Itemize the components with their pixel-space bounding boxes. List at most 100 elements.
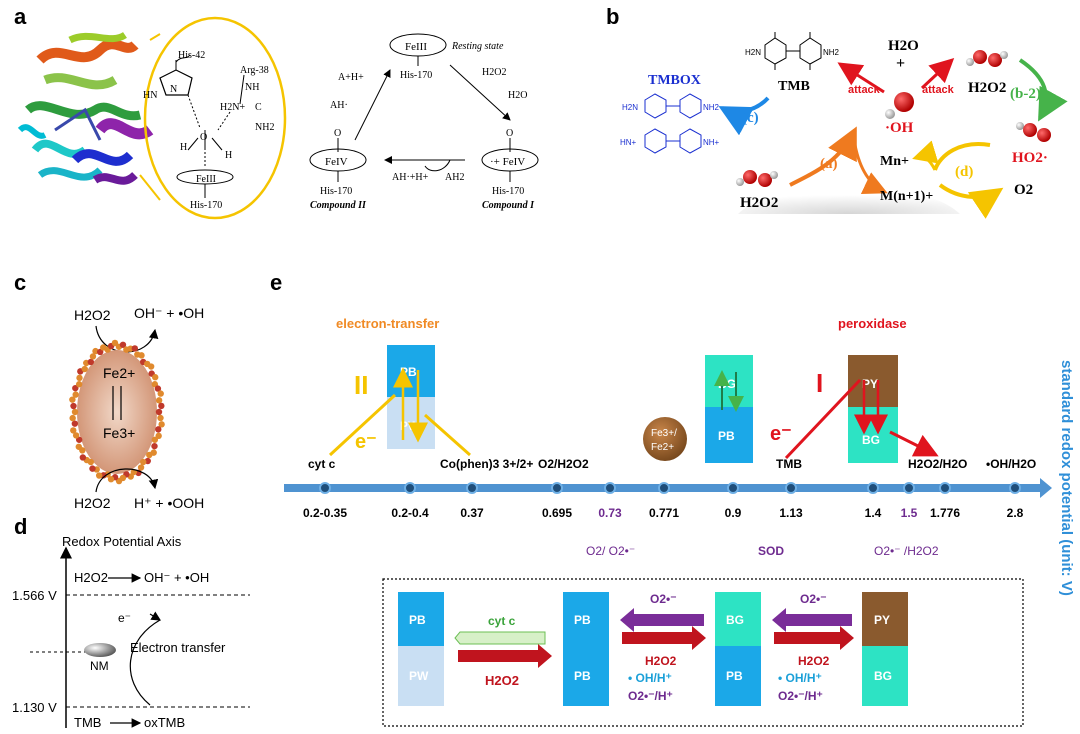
tmbox-hn-label: HN+	[620, 138, 637, 147]
e-mechanism-box	[382, 578, 1024, 727]
resting-state-label: Resting state	[451, 41, 504, 52]
tmb-nh2-label: NH2	[823, 48, 840, 57]
nanoparticle-atom	[158, 402, 165, 410]
cycle-arrow-left	[354, 69, 391, 141]
ho2-o2	[1037, 128, 1051, 142]
box-pb4-label: PB	[726, 669, 743, 683]
ah-plus-label: A+H+	[338, 72, 364, 83]
fe3-label: FeIII	[196, 174, 216, 185]
e-couple-label: Co(phen)3 3+/2+	[440, 457, 533, 471]
nanoparticle-atom	[155, 397, 163, 404]
label-a: (a)	[820, 156, 838, 172]
d-electron-arc-head	[149, 611, 162, 621]
e-electron-transfer-title: electron-transfer	[336, 316, 439, 331]
attack-label-right: attack	[922, 84, 955, 96]
e-pb2-label: PB	[718, 429, 735, 443]
e-below-o2h2o2: O2•⁻ /H2O2	[874, 544, 939, 558]
h2n-label: H2N+	[220, 102, 245, 113]
e-potential-value: 1.13	[779, 506, 803, 520]
box-arrow-h2o2-b	[622, 626, 706, 650]
e-py-label: PY	[862, 377, 878, 391]
box-arrow-h2o2-c	[774, 626, 854, 650]
e-block-py	[848, 355, 898, 407]
e-electron-2: e⁻	[770, 423, 792, 445]
nanoparticle-atom	[154, 385, 162, 392]
box-arrow-cytc	[454, 631, 546, 645]
c-h2o2-bottom-label: H2O2	[74, 495, 111, 511]
e-axis-dot	[404, 482, 416, 494]
e-potential-value: 1.5	[901, 506, 918, 520]
c-label: C	[255, 102, 262, 113]
oh-hydrogen-ball	[885, 109, 895, 119]
nanoparticle-atom	[131, 345, 139, 352]
arrow-d-in	[933, 142, 991, 171]
h2o2-top-o2	[988, 53, 1002, 67]
panel-label-c: c	[14, 270, 26, 295]
d-v-low: 1.130 V	[12, 700, 57, 715]
e-potential-value: 0.37	[460, 506, 484, 520]
label-b2: (b-2)	[1010, 86, 1041, 102]
c-products-bottom-label: H⁺ + •OOH	[134, 495, 204, 511]
oh-radical-label: ·OH	[885, 120, 914, 136]
d-nm-label: NM	[90, 659, 109, 673]
label-c: (c)	[742, 110, 759, 126]
e-axis-dot	[785, 482, 797, 494]
e-potential-value: 0.695	[542, 506, 572, 520]
box-pb1-label: PB	[409, 613, 426, 627]
ho2-h	[1016, 122, 1024, 130]
e-couple-label: H2O2/H2O	[908, 457, 967, 471]
box-bg-1	[715, 592, 761, 646]
box-pw1-label: PW	[409, 669, 429, 683]
o2-label: O2	[1014, 182, 1033, 198]
box-o2h-b-label: O2•⁻/H⁺	[628, 689, 673, 703]
box-o2r2-label: O2•⁻	[800, 592, 827, 606]
nanoparticle-atom	[81, 365, 88, 373]
e-tmb-line	[784, 378, 862, 460]
e-couple-label: cyt c	[308, 457, 336, 471]
nanoparticle-atom	[155, 408, 163, 416]
nanoparticle	[77, 350, 157, 474]
box-bg2-label: BG	[874, 669, 892, 683]
compound-i-label: Compound I	[482, 200, 535, 211]
mn1-label: M(n+1)+	[880, 189, 933, 204]
tmbox-label: TMBOX	[648, 73, 701, 88]
e-potential-value: 0.73	[598, 506, 622, 520]
resting-his-label: His-170	[400, 70, 432, 81]
e-axis-dot	[319, 482, 331, 494]
nanoparticle-atom	[115, 477, 123, 485]
nanoparticle-atom	[69, 414, 76, 422]
h2o2-bot-o1	[743, 170, 757, 184]
e-bg-label: BG	[718, 377, 736, 391]
box-bg-2	[862, 646, 908, 706]
attack-arrow-right	[920, 57, 955, 90]
nanoparticle-atom	[119, 341, 127, 348]
nanoparticle-atom	[89, 465, 96, 472]
e-axis-title: standard redox potential (unit: V)	[1058, 360, 1075, 596]
nanoparticle-atom	[70, 427, 77, 434]
c2-his-label: His-170	[320, 186, 352, 197]
e-block-pb-2	[705, 407, 753, 463]
e-potential-value: 1.776	[930, 506, 960, 520]
nh2-label: NH2	[255, 122, 274, 133]
tmbox-h2n-label: H2N	[622, 103, 638, 112]
fe2-label: Fe2+	[103, 365, 135, 381]
e-cophen-line	[424, 413, 471, 457]
nanoparticle-atom	[75, 381, 83, 388]
arrow-d-out	[938, 183, 1004, 219]
c2-o-label: O	[334, 128, 341, 139]
box-pb-1	[398, 592, 444, 646]
label-d: (d)	[955, 164, 973, 180]
h-label-1: H	[180, 142, 187, 153]
arrow-c	[718, 96, 770, 136]
nanoparticle-atom	[107, 476, 115, 483]
c-products-top-label: OH⁻ + •OH	[134, 305, 204, 321]
nanoparticle-atom	[72, 384, 79, 392]
box-o2h-c-label: O2•⁻/H⁺	[778, 689, 823, 703]
e-axis-dot	[939, 482, 951, 494]
e-h2o2-arrow	[889, 430, 939, 457]
nanoparticle-atom	[72, 432, 80, 439]
h2o2-top-h2	[1000, 51, 1008, 59]
nanoparticle-atom	[75, 443, 82, 450]
box-oh-c-label: • OH/H⁺	[778, 671, 822, 685]
